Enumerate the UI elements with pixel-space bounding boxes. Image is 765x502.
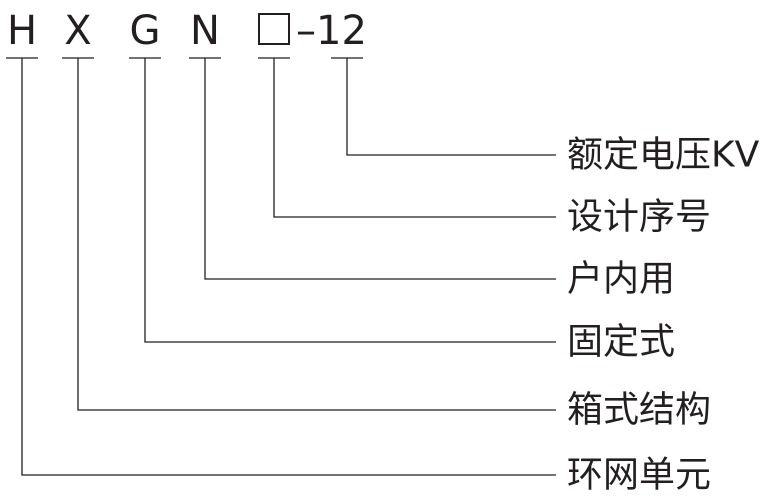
label-fixed: 固定式 [567,322,675,363]
design-number-placeholder-box [258,13,290,45]
model-code: H X G N –12 [7,8,367,54]
label-design-number: 设计序号 [567,197,711,238]
meaning-labels: 额定电压KV 设计序号 户内用 固定式 箱式结构 环网单元 [567,135,760,496]
label-rated-voltage: 额定电压KV [567,135,760,176]
leader-design-number [273,58,556,218]
code-letter-h: H [7,8,37,54]
label-box-structure: 箱式结构 [567,390,711,431]
leader-indoor [204,58,556,280]
leader-fixed [144,58,556,343]
rated-voltage-code: –12 [296,8,367,54]
code-letter-x: X [64,8,91,54]
leader-rated-voltage [346,58,556,156]
leader-box-structure [77,58,556,411]
label-indoor: 户内用 [567,259,675,300]
leader-lines [21,58,556,476]
label-ring-main-unit: 环网单元 [567,455,711,496]
leader-ring-main-unit [21,58,556,476]
code-letter-n: N [190,8,220,54]
code-letter-g: G [130,8,161,54]
